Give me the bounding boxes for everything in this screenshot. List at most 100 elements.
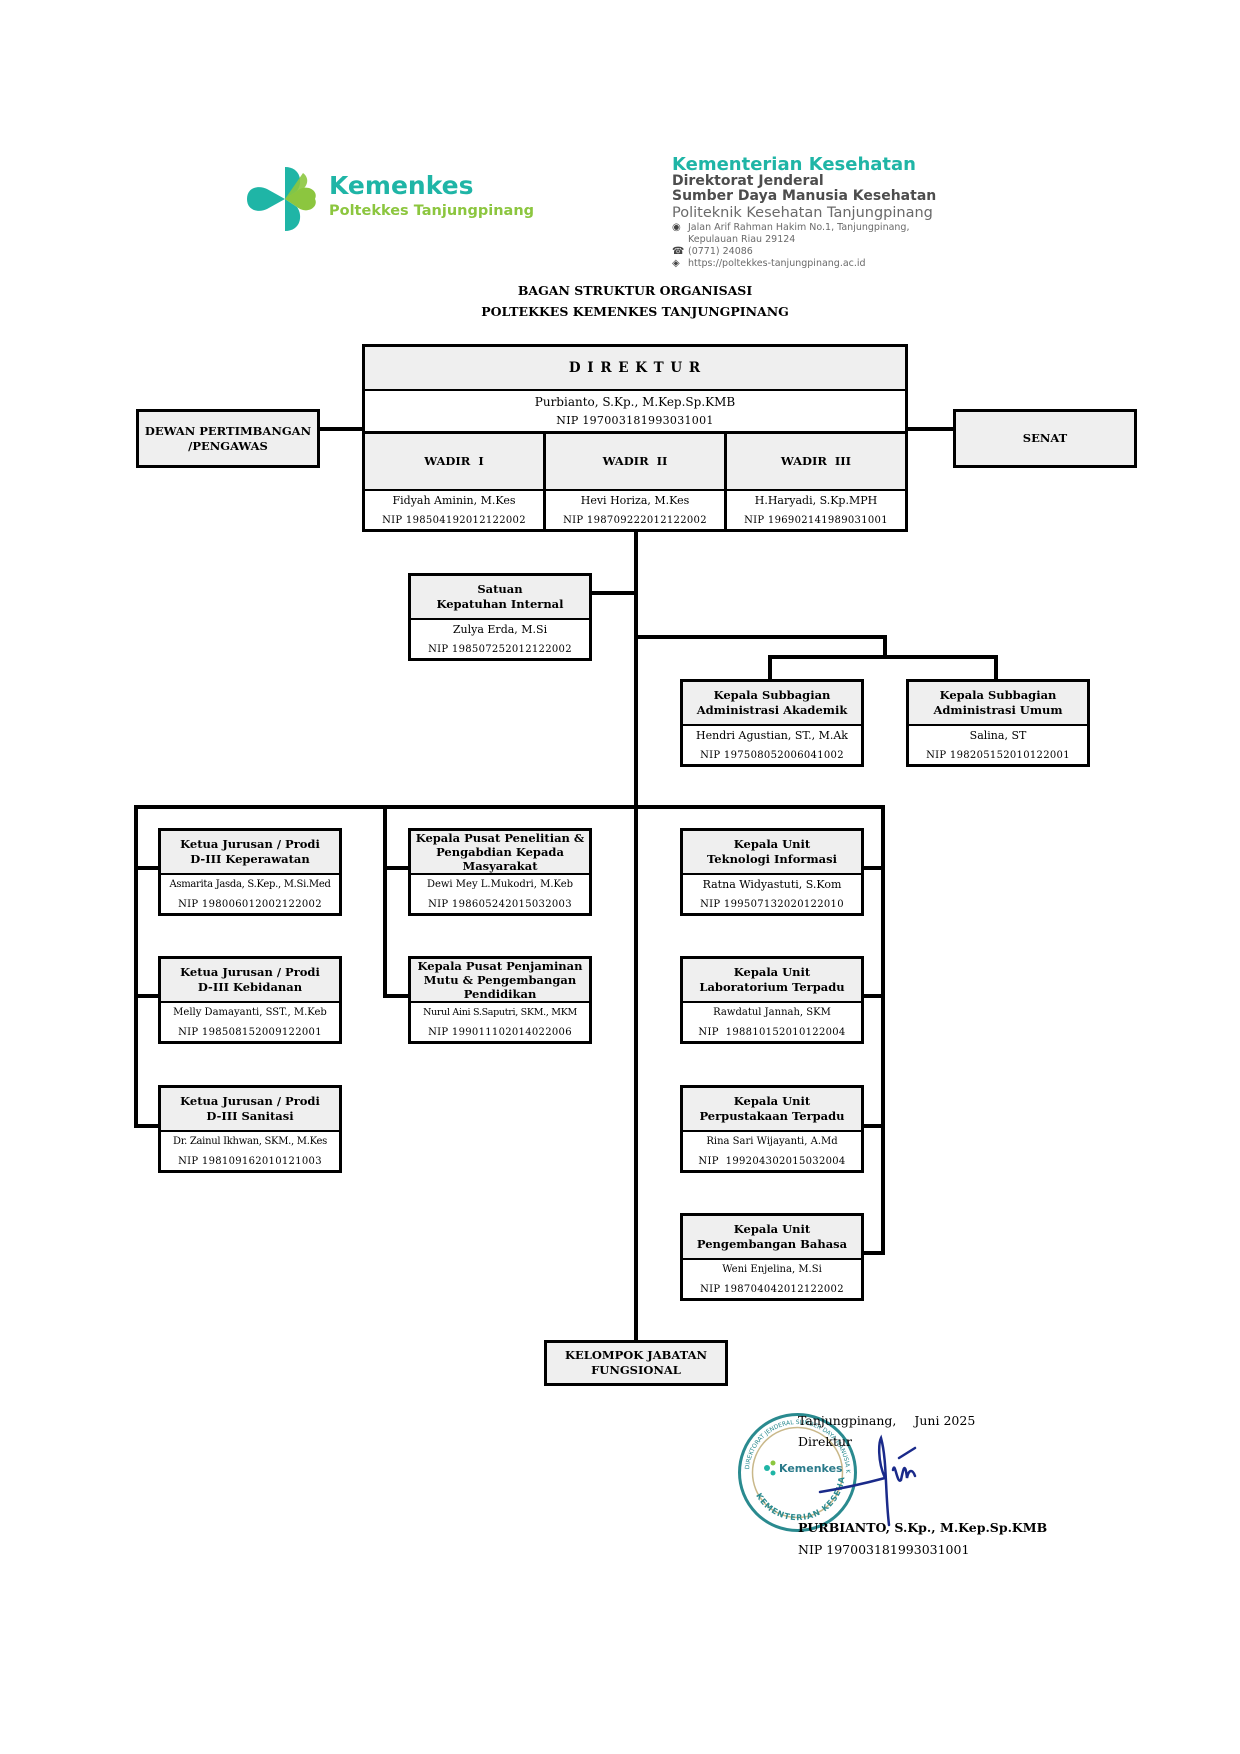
official-stamp: DIREKTORAT JENDERAL SUMBER DAYA MANUSIA … xyxy=(735,1410,857,1532)
connector-senat xyxy=(906,427,953,431)
signature-nip: NIP 197003181993031001 xyxy=(798,1542,970,1557)
letterhead-right: Kementerian Kesehatan Direktorat Jendera… xyxy=(672,155,992,270)
pusat-penelitian-nip: NIP 198605242015032003 xyxy=(428,899,572,910)
pusat-penelitian-name: Dewi Mey L.Mukodri, M.Keb xyxy=(426,879,574,890)
logo-brand: Kemenkes xyxy=(329,171,474,200)
senat-box: SENAT xyxy=(953,409,1137,468)
pusat-penjaminan-mutu-title-line3: Pendidikan xyxy=(463,987,537,1001)
telephone-icon: ☎ xyxy=(672,246,685,257)
spi-title-line1: Satuan xyxy=(477,582,523,596)
wadir-3-title: WADIR III xyxy=(727,434,905,491)
pusat-penjaminan-mutu-title-line2: Mutu & Pengembangan xyxy=(423,973,577,987)
jurusan-kebidanan-name: Melly Damayanti, SST., M.Keb xyxy=(173,1007,327,1018)
signature-role: Direktur xyxy=(798,1434,853,1449)
connector-pusat-rail xyxy=(383,805,387,998)
jurusan-kebidanan-title-line2: D-III Kebidanan xyxy=(197,980,303,994)
connector-dewan xyxy=(318,427,363,431)
wadir-3-name: H.Haryadi, S.Kp.MPH xyxy=(754,494,878,507)
unit-laboratorium-name: Rawdatul Jannah, SKM xyxy=(713,1007,831,1018)
connector-pusat-1 xyxy=(383,866,409,870)
jurusan-keperawatan-title-line1: Ketua Jurusan / Prodi xyxy=(180,837,320,851)
unit-perpustakaan-name: Rina Sari Wijayanti, A.Md xyxy=(706,1136,838,1147)
unit-bahasa-name: Weni Enjelina, M.Si xyxy=(722,1264,822,1275)
wadir-2-nip: NIP 198709222012122002 xyxy=(563,515,707,526)
unit-perpustakaan-title-line1: Kepala Unit xyxy=(733,1094,811,1108)
unit-laboratorium-title-line2: Laboratorium Terpadu xyxy=(699,980,845,994)
jurusan-sanitasi-title-line2: D-III Sanitasi xyxy=(206,1109,294,1123)
pusat-penelitian-title-line3: Masyarakat xyxy=(462,859,538,873)
subbag-umum-title-line1: Kepala Subbagian xyxy=(939,688,1057,702)
website: ◈ https://poltekkes-tanjungpinang.ac.id xyxy=(672,258,992,270)
jurusan-kebidanan-title-line1: Ketua Jurusan / Prodi xyxy=(180,965,320,979)
connector-unit-3 xyxy=(862,1124,884,1128)
globe-icon: ◈ xyxy=(672,258,680,269)
kemenkes-flower-icon xyxy=(247,167,316,231)
connector-subbag-v3 xyxy=(994,655,998,679)
pusat-penjaminan-mutu-title-line1: Kepala Pusat Penjaminan xyxy=(417,959,583,973)
jurusan-kebidanan-nip: NIP 198508152009122001 xyxy=(178,1027,322,1038)
direktur-name: Purbianto, S.Kp., M.Kep.Sp.KMB xyxy=(534,395,736,409)
spi-nip: NIP 198507252012122002 xyxy=(428,644,572,655)
direktur-box: D I R E K T U R Purbianto, S.Kp., M.Kep.… xyxy=(362,344,908,532)
unit-ti-title-line1: Kepala Unit xyxy=(733,837,811,851)
subbag-akademik-title-line2: Administrasi Akademik xyxy=(696,703,848,717)
unit-ti-title-line2: Teknologi Informasi xyxy=(707,852,837,866)
direktur-nip: NIP 197003181993031001 xyxy=(556,414,714,427)
website-link[interactable]: https://poltekkes-tanjungpinang.ac.id xyxy=(688,258,866,269)
pusat-penjaminan-mutu-nip: NIP 199011102014022006 xyxy=(428,1027,572,1038)
jurusan-keperawatan-nip: NIP 198006012002122002 xyxy=(178,899,322,910)
unit-bahasa-nip: NIP 198704042012122002 xyxy=(700,1284,844,1295)
phone-number: (0771) 24086 xyxy=(688,246,753,257)
unit-bahasa-title-line1: Kepala Unit xyxy=(733,1222,811,1236)
wadir-2-title: WADIR II xyxy=(546,434,724,491)
pusat-penelitian-title-line2: Pengabdian Kepada xyxy=(436,845,564,859)
connector-lower-bus xyxy=(134,805,885,809)
wadir-1-title: WADIR I xyxy=(365,434,543,491)
stamp-logo-icon xyxy=(764,1465,770,1471)
unit-bahasa-title-line2: Pengembangan Bahasa xyxy=(696,1237,848,1251)
connector-subbag-h1 xyxy=(634,635,887,639)
connector-subbag-h2 xyxy=(768,655,998,659)
jurusan-keperawatan-title-line2: D-III Keperawatan xyxy=(190,852,310,866)
senat-label: SENAT xyxy=(1022,431,1068,445)
stamp-logo-text: Kemenkes xyxy=(779,1462,843,1475)
signature-place: Tanjungpinang, xyxy=(798,1413,897,1428)
kemenkes-logo: Kemenkes Poltekkes Tanjungpinang xyxy=(245,165,565,235)
document-title-line1: BAGAN STRUKTUR ORGANISASI xyxy=(517,283,753,298)
subbag-akademik-nip: NIP 197508052006041002 xyxy=(700,750,844,761)
subbag-akademik-name: Hendri Agustian, ST., M.Ak xyxy=(696,729,848,742)
unit-laboratorium-nip: NIP 198810152010122004 xyxy=(698,1027,846,1038)
subbag-umum-title-line2: Administrasi Umum xyxy=(933,703,1063,717)
connector-unit-4 xyxy=(862,1251,884,1255)
wadir-1-nip: NIP 198504192012122002 xyxy=(382,515,526,526)
document-title-line2: POLTEKKES KEMENKES TANJUNGPINANG xyxy=(481,304,789,319)
connector-unit-2 xyxy=(862,994,884,998)
connector-unit-1 xyxy=(862,866,884,870)
wadir-3: WADIR III H.Haryadi, S.Kp.MPH NIP 196902… xyxy=(727,434,905,531)
directorate-line1: Direktorat Jenderal xyxy=(672,173,824,189)
dewan-line1: DEWAN PERTIMBANGAN xyxy=(144,423,312,438)
institution-name: Politeknik Kesehatan Tanjungpinang xyxy=(672,205,933,221)
location-pin-icon: ◉ xyxy=(672,222,681,233)
wadir-2-name: Hevi Horiza, M.Kes xyxy=(580,494,690,507)
connector-pusat-2 xyxy=(383,994,409,998)
dewan-line2: /PENGAWAS xyxy=(188,438,268,453)
signature-place-date: Tanjungpinang, Juni 2025 xyxy=(798,1413,975,1428)
pusat-penelitian-box: Kepala Pusat Penelitian &Pengabdian Kepa… xyxy=(408,828,592,916)
unit-laboratorium-title-line1: Kepala Unit xyxy=(733,965,811,979)
unit-perpustakaan-title-line2: Perpustakaan Terpadu xyxy=(699,1109,845,1123)
